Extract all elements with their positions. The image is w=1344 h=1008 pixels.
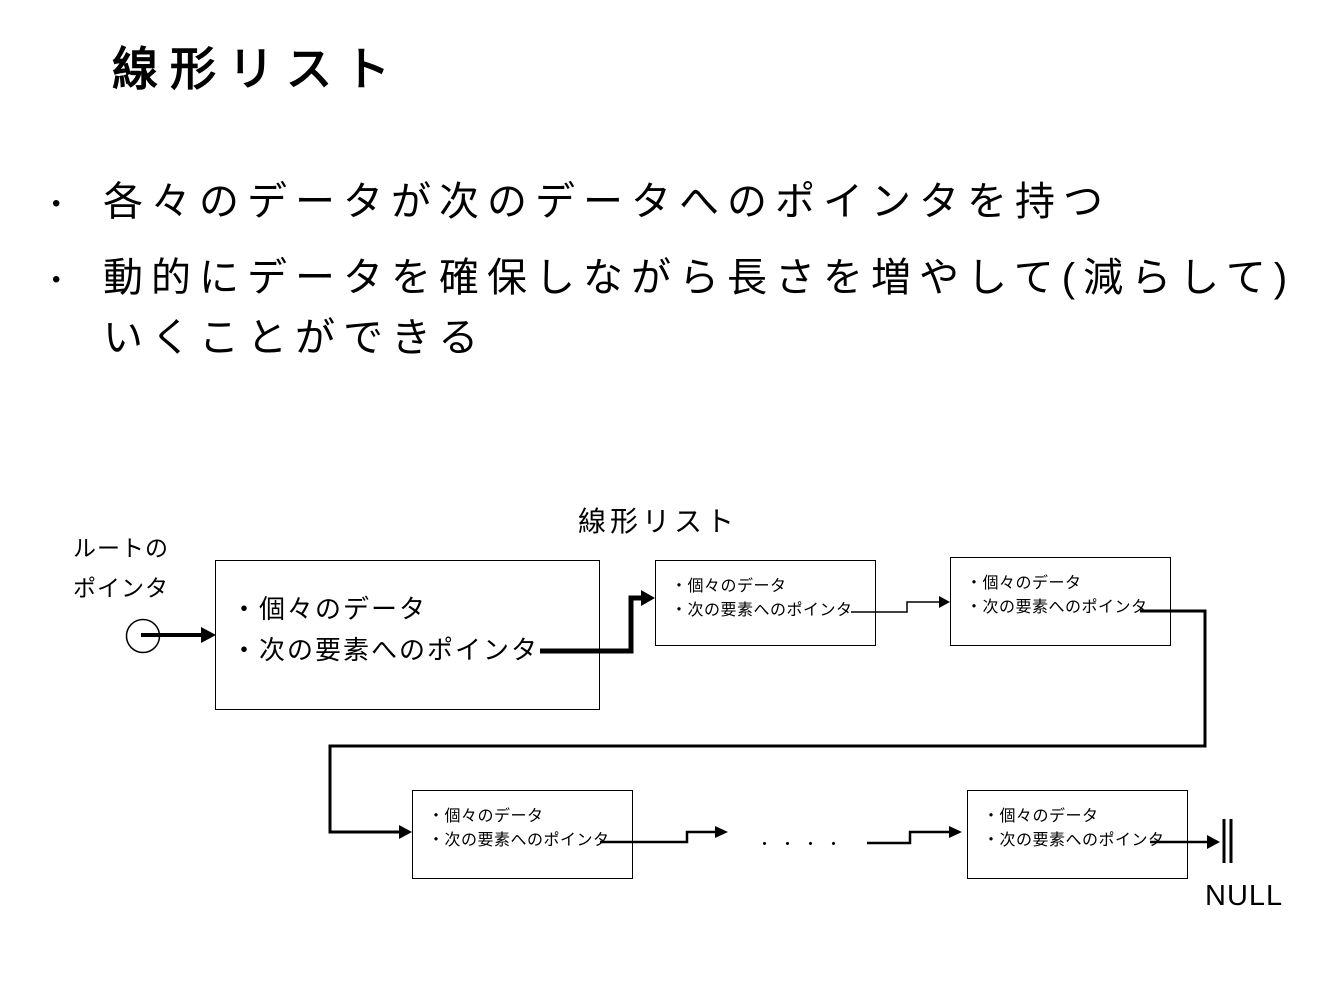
node-data-label: ・個々のデータ (671, 578, 787, 595)
list-node-2: ・個々のデータ ・次の要素へのポインタ (655, 560, 876, 646)
arrowhead-ellipsis (715, 826, 728, 838)
bullet-text: 動的にデータを確保しながら長さを増やして(減らして) いくことができる (103, 248, 1295, 368)
arrowhead-node5 (949, 826, 962, 838)
node-pointer-label: ・次の要素へのポインタ (966, 599, 1148, 616)
bullet-text-line: 動的にデータを確保しながら長さを増やして(減らして) (103, 256, 1296, 300)
node-data-label: ・個々のデータ (966, 575, 1082, 592)
connector-ellipsis-node5 (867, 830, 951, 845)
diagram-title: 線形リスト (578, 506, 739, 537)
bullet-list: • 各々のデータが次のデータへのポインタを持つ • 動的にデータを確保しながら長… (52, 172, 1320, 368)
null-label: NULL (1205, 880, 1284, 912)
ellipsis-dots: ・・・・ (757, 836, 850, 853)
node-pointer-label: ・次の要素へのポインタ (671, 602, 853, 619)
list-node-3: ・個々のデータ ・次の要素へのポインタ (950, 557, 1171, 646)
root-arrowhead (201, 627, 216, 643)
node-data-label: ・個々のデータ (231, 594, 428, 624)
list-node-4: ・個々のデータ ・次の要素へのポインタ (412, 790, 633, 879)
bullet-text-line: 各々のデータが次のデータへのポインタを持つ (103, 180, 1111, 224)
arrowhead-node2 (641, 590, 655, 606)
arrowhead-node4 (399, 825, 412, 839)
node-pointer-label: ・次の要素へのポインタ (428, 832, 610, 849)
bullet-marker: • (52, 266, 61, 293)
root-pointer-label-line: ポインタ (73, 575, 169, 601)
bullet-marker: • (52, 190, 61, 217)
node-data-label: ・個々のデータ (428, 808, 544, 825)
node-pointer-label: ・次の要素へのポインタ (231, 635, 540, 665)
slide-title: 線形リスト (112, 43, 402, 95)
node-pointer-label: ・次の要素へのポインタ (983, 832, 1165, 849)
list-node-5: ・個々のデータ ・次の要素へのポインタ (967, 790, 1188, 879)
arrowhead-null (1207, 835, 1220, 849)
bullet-item: • 動的にデータを確保しながら長さを増やして(減らして) いくことができる (52, 248, 1320, 368)
bullet-text: 各々のデータが次のデータへのポインタを持つ (103, 172, 1111, 232)
node-data-label: ・個々のデータ (983, 808, 1099, 825)
root-pointer-label: ルートの ポインタ (73, 528, 169, 608)
bullet-text-line: いくことができる (103, 316, 487, 360)
arrowhead-node3 (939, 596, 950, 608)
list-node-1: ・個々のデータ ・次の要素へのポインタ (215, 560, 600, 710)
root-pointer-circle (125, 618, 161, 654)
root-pointer-label-line: ルートの (73, 535, 169, 561)
bullet-item: • 各々のデータが次のデータへのポインタを持つ (52, 172, 1320, 234)
